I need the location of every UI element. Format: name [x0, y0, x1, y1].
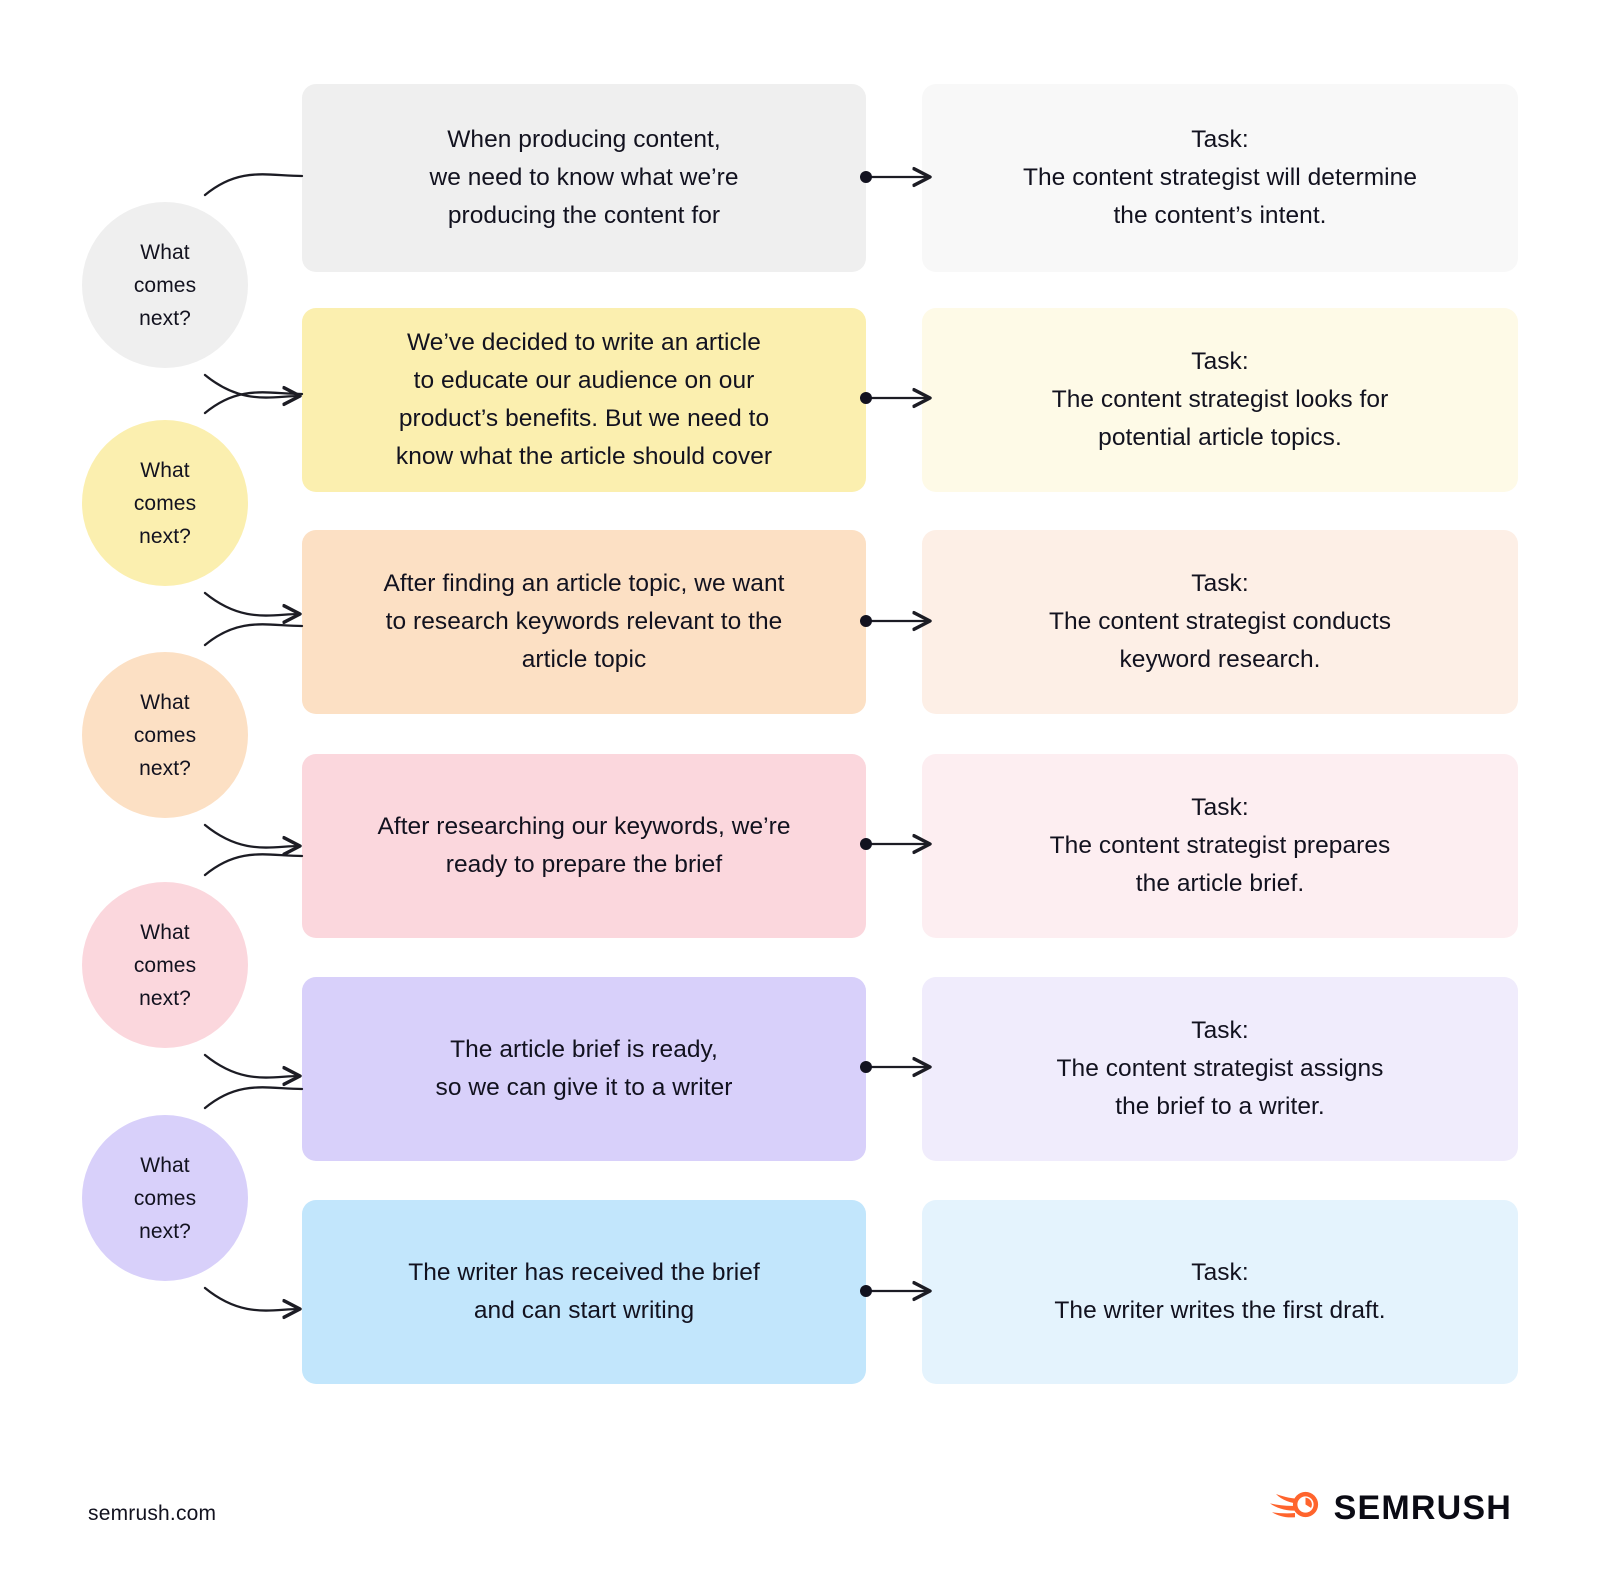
task-box-4-line-2: The content strategist prepares: [1049, 832, 1391, 859]
prompt-circle-1-line1: What: [140, 240, 190, 264]
task-box-5-text: Task: The content strategist assigns the…: [1057, 1012, 1384, 1126]
task-box-4-line-1: Task:: [1191, 794, 1249, 821]
situation-box-1-line-3: producing the content for: [447, 202, 721, 229]
task-box-1[interactable]: Task: The content strategist will determ…: [922, 84, 1518, 272]
prompt-circle-5-line2: comes: [133, 1186, 197, 1210]
semrush-comet-icon: [1269, 1488, 1322, 1527]
prompt-circle-1[interactable]: What comes next?: [82, 202, 248, 368]
situation-box-1-line-1: When producing content,: [447, 126, 721, 153]
task-box-1-line-3: the content’s intent.: [1113, 202, 1327, 229]
situation-box-2-line-3: product’s benefits. But we need to: [398, 405, 770, 432]
situation-box-5-line-2: so we can give it to a writer: [435, 1074, 733, 1101]
task-box-3-line-1: Task:: [1191, 570, 1249, 597]
situation-box-4[interactable]: After researching our keywords, we’re re…: [302, 754, 866, 938]
prompt-circle-2-line1: What: [140, 458, 190, 482]
task-box-2-text: Task: The content strategist looks for p…: [1052, 343, 1389, 457]
situation-box-1[interactable]: When producing content, we need to know …: [302, 84, 866, 272]
site-url-label: semrush.com: [88, 1502, 217, 1525]
prompt-circle-1-line3: next?: [139, 306, 191, 330]
situation-box-6-line-1: The writer has received the brief: [408, 1259, 760, 1286]
prompt-circle-2[interactable]: What comes next?: [82, 420, 248, 586]
situation-box-4-line-1: After researching our keywords, we’re: [377, 813, 791, 840]
situation-box-1-text: When producing content, we need to know …: [429, 121, 738, 235]
prompt-circle-5-line1: What: [140, 1153, 190, 1177]
situation-box-5-text: The article brief is ready, so we can gi…: [436, 1031, 733, 1107]
prompt-circle-2-line2: comes: [133, 491, 197, 515]
task-box-4[interactable]: Task: The content strategist prepares th…: [922, 754, 1518, 938]
prompt-circle-4-line2: comes: [133, 953, 197, 977]
situation-box-6[interactable]: The writer has received the brief and ca…: [302, 1200, 866, 1384]
situation-box-2[interactable]: We’ve decided to write an article to edu…: [302, 308, 866, 492]
situation-box-4-text: After researching our keywords, we’re re…: [377, 808, 790, 884]
prompt-circle-3-line2: comes: [133, 723, 197, 747]
prompt-circle-4[interactable]: What comes next?: [82, 882, 248, 1048]
situation-box-2-line-2: to educate our audience on our: [413, 367, 755, 394]
task-box-4-text: Task: The content strategist prepares th…: [1050, 789, 1391, 903]
situation-box-5[interactable]: The article brief is ready, so we can gi…: [302, 977, 866, 1161]
prompt-circle-2-line3: next?: [139, 524, 191, 548]
task-box-6[interactable]: Task: The writer writes the first draft.: [922, 1200, 1518, 1384]
task-box-6-line-2: The writer writes the first draft.: [1054, 1297, 1386, 1324]
task-box-5[interactable]: Task: The content strategist assigns the…: [922, 977, 1518, 1161]
situation-box-1-line-2: we need to know what we’re: [429, 164, 739, 191]
prompt-circle-3[interactable]: What comes next?: [82, 652, 248, 818]
situation-box-5-line-1: The article brief is ready,: [450, 1036, 718, 1063]
situation-box-3-line-1: After finding an article topic, we want: [383, 570, 785, 597]
prompt-circle-4-line3: next?: [139, 986, 191, 1010]
situation-box-2-text: We’ve decided to write an article to edu…: [396, 324, 772, 476]
task-box-3-line-2: The content strategist conducts: [1048, 608, 1391, 635]
task-box-2-line-3: potential article topics.: [1098, 424, 1342, 451]
situation-box-2-line-4: know what the article should cover: [395, 443, 773, 470]
task-box-5-line-2: The content strategist assigns: [1056, 1055, 1384, 1082]
task-box-2-line-2: The content strategist looks for: [1051, 386, 1389, 413]
task-box-5-line-1: Task:: [1191, 1017, 1249, 1044]
situation-box-6-line-2: and can start writing: [473, 1297, 695, 1324]
task-box-5-line-3: the brief to a writer.: [1115, 1093, 1325, 1120]
task-box-4-line-3: the article brief.: [1135, 870, 1305, 897]
task-box-3-line-3: keyword research.: [1119, 646, 1321, 673]
task-box-6-line-1: Task:: [1191, 1259, 1249, 1286]
situation-box-2-line-1: We’ve decided to write an article: [407, 329, 761, 356]
prompt-circle-3-line1: What: [140, 690, 190, 714]
task-box-3[interactable]: Task: The content strategist conducts ke…: [922, 530, 1518, 714]
prompt-circle-4-line1: What: [140, 920, 190, 944]
task-box-2-line-1: Task:: [1191, 348, 1249, 375]
situation-box-3-text: After finding an article topic, we want …: [384, 565, 785, 679]
situation-box-4-line-2: ready to prepare the brief: [445, 851, 723, 878]
situation-box-3-line-3: article topic: [521, 646, 647, 673]
semrush-wordmark: SEMRUSH: [1333, 1488, 1512, 1527]
task-box-1-line-1: Task:: [1191, 126, 1249, 153]
prompt-circle-5[interactable]: What comes next?: [82, 1115, 248, 1281]
prompt-circle-5-line3: next?: [139, 1219, 191, 1243]
situation-box-3-line-2: to research keywords relevant to the: [385, 608, 783, 635]
prompt-circle-1-line2: comes: [133, 273, 197, 297]
task-box-3-text: Task: The content strategist conducts ke…: [1049, 565, 1391, 679]
footer: semrush.com SEMRUSH: [0, 1460, 1600, 1580]
semrush-logo[interactable]: SEMRUSH: [1269, 1488, 1512, 1527]
situation-box-6-text: The writer has received the brief and ca…: [408, 1254, 760, 1330]
situation-box-3[interactable]: After finding an article topic, we want …: [302, 530, 866, 714]
task-box-1-line-2: The content strategist will determine: [1022, 164, 1418, 191]
task-box-6-text: Task: The writer writes the first draft.: [1054, 1254, 1385, 1330]
task-box-1-text: Task: The content strategist will determ…: [1023, 121, 1417, 235]
prompt-circle-3-line3: next?: [139, 756, 191, 780]
task-box-2[interactable]: Task: The content strategist looks for p…: [922, 308, 1518, 492]
